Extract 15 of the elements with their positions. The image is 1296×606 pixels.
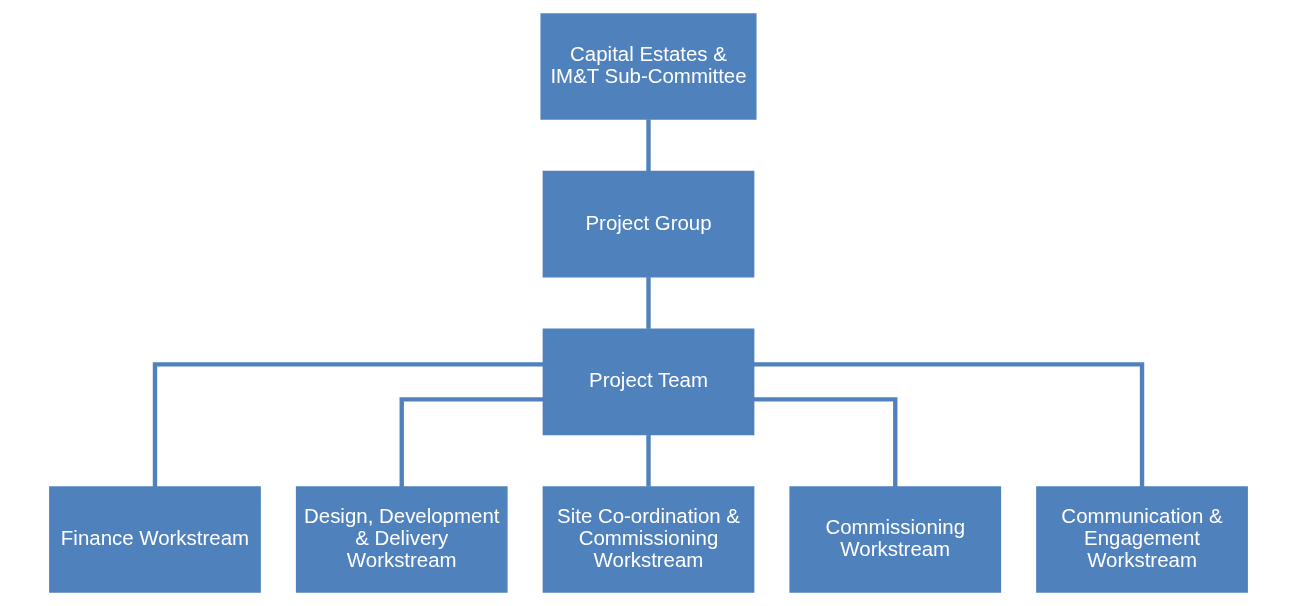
node-box: Project Group	[542, 170, 754, 278]
connector	[399, 397, 543, 487]
node-box: Commissioning Workstream	[788, 486, 1001, 593]
connector	[753, 362, 1144, 487]
node-box: Communication & Engagement Workstream	[1035, 486, 1248, 593]
node-box: Site Co-ordination & Commissioning Workstream	[542, 486, 754, 593]
node-box: Project Team	[542, 328, 754, 436]
connector	[645, 434, 651, 487]
connector	[645, 119, 651, 172]
node-box: Design, Development & Delivery Workstream	[295, 486, 508, 593]
connector	[152, 362, 543, 487]
connector	[753, 397, 897, 487]
node-box: Capital Estates & IM&T Sub-Committee	[539, 13, 757, 120]
connector	[645, 277, 651, 329]
node-box: Finance Workstream	[48, 486, 261, 593]
